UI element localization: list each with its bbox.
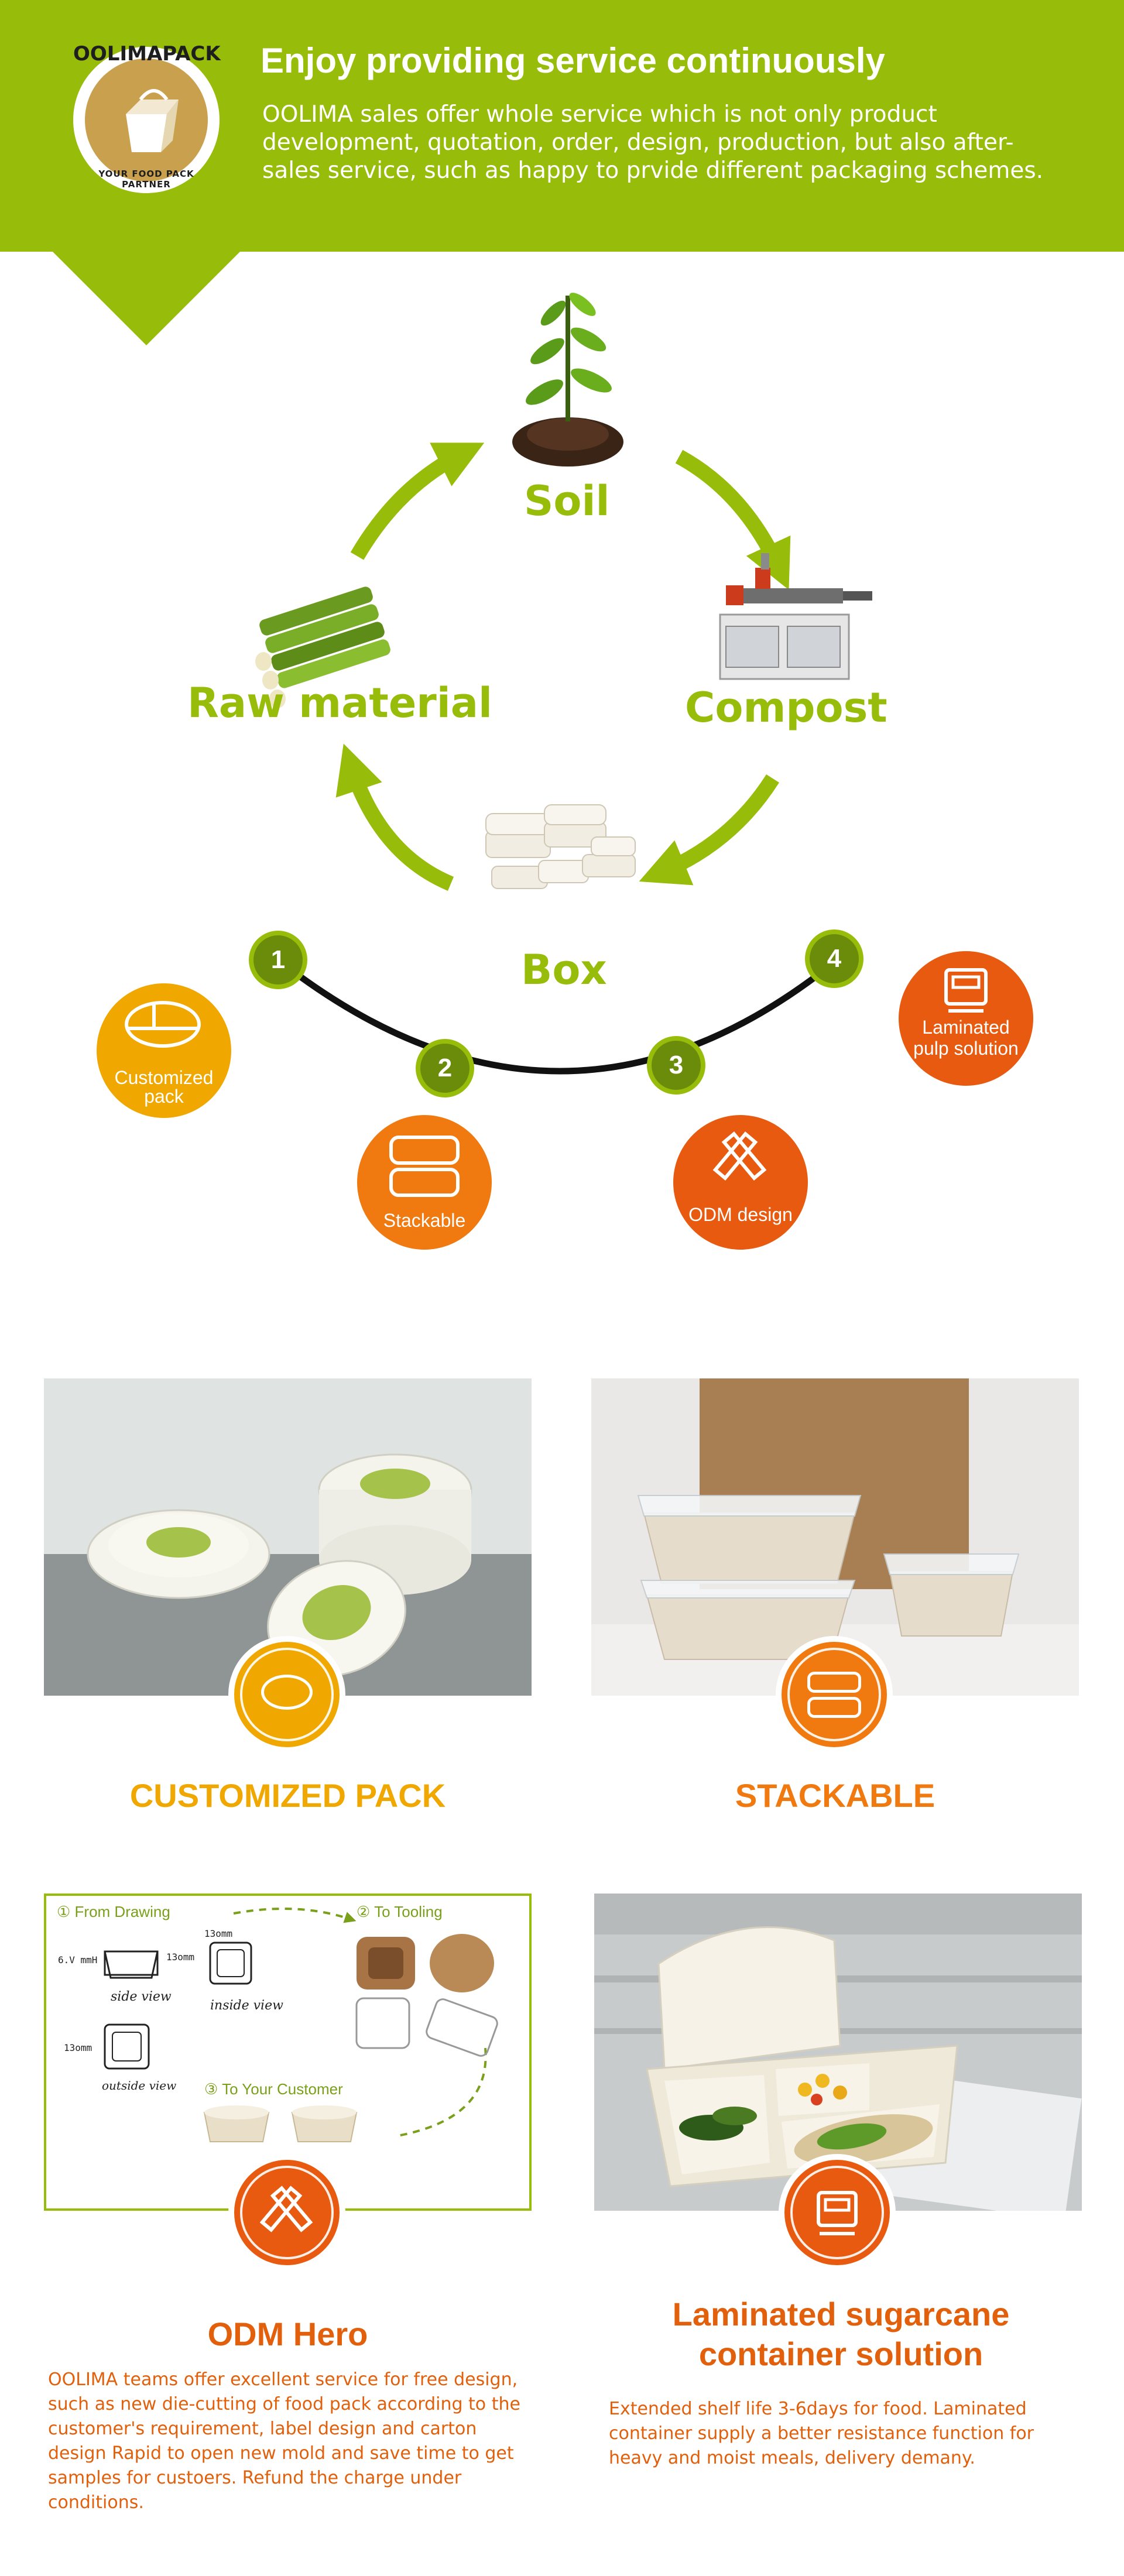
laminated-description: Extended shelf life 3-6days for food. La… [609, 2399, 1034, 2468]
logo-tagline: YOUR FOOD PACK PARTNER [98, 169, 194, 190]
clamshell-boxes-icon [485, 804, 636, 889]
laminating-machine-icon [944, 968, 988, 1013]
card-title-laminated-line-1: Laminated sugarcane [672, 2296, 1010, 2333]
side-view-label: side view [111, 1990, 172, 2004]
photo-stackable [591, 1378, 1079, 1696]
process-arc [276, 957, 839, 1075]
outside-view-label: outside view [102, 2078, 177, 2093]
cycle-arrow-raw-to-soil [350, 443, 485, 560]
feature-laminated-pulp: Laminated pulp solution [899, 951, 1033, 1086]
cycle-arrow-compost-to-box [639, 774, 779, 886]
cycle-arrow-box-to-raw [335, 743, 454, 891]
dimension-label: 6.V mmH [58, 1954, 98, 1966]
dimension-label: 13omm [64, 2042, 92, 2053]
card-title-stackable: STACKABLE [735, 1777, 935, 1814]
badge-stackable [776, 1636, 893, 1753]
cycle-label-compost: Compost [685, 684, 887, 732]
step-2-marker: 2 [416, 1039, 474, 1097]
cycle-arrow-soil-to-compost [675, 450, 791, 590]
cycle-label-soil: Soil [524, 477, 610, 525]
feature-laminated-pulp-label: Laminated pulp solution [913, 1017, 1019, 1059]
feature-odm-design-label: ODM design [688, 1204, 793, 1225]
feature-customized-pack: Customized pack [97, 983, 231, 1118]
cycle-label-box: Box [521, 946, 607, 994]
drawing-step-1: ① From Drawing [57, 1903, 170, 1920]
header-description: OOLIMA sales offer whole service which i… [262, 101, 1044, 184]
takeout-box-icon [126, 89, 179, 152]
feature-stackable: Stackable [357, 1115, 492, 1250]
machine-icon [719, 553, 872, 680]
inside-view-label: inside view [210, 1998, 283, 2013]
cycle-label-raw-material: Raw material [187, 679, 493, 727]
feature-odm-design: ODM design [673, 1115, 808, 1250]
drawing-step-2: ② To Tooling [357, 1903, 443, 1920]
dimension-label: 13omm [204, 1928, 233, 1939]
plant-icon [512, 293, 623, 467]
laminating-machine-icon [817, 2191, 858, 2235]
card-title-laminated: Laminated sugarcane container solution [591, 2294, 1091, 2374]
badge-customized-pack [228, 1636, 345, 1753]
header-notch [53, 252, 240, 345]
drawing-step-3: ③ To Your Customer [204, 2080, 343, 2098]
logo-wordmark: OOLIMAPACK [73, 42, 221, 66]
compartment-tray-icon [125, 1001, 201, 1048]
card-title-laminated-line-2: container solution [698, 2335, 984, 2372]
sugarcane-icon [255, 586, 390, 708]
step-4-marker: 4 [805, 929, 863, 988]
compartment-tray-icon [261, 1675, 313, 1710]
odm-description: OOLIMA teams offer excellent service for… [48, 2369, 520, 2513]
header-title: Enjoy providing service continuously [261, 41, 885, 80]
badge-odm-design [228, 2154, 345, 2271]
step-1-marker: 1 [249, 931, 307, 989]
feature-stackable-label: Stackable [383, 1210, 466, 1231]
logo-seal [85, 59, 208, 181]
step-3-marker: 3 [647, 1036, 705, 1095]
brand-logo: OOLIMAPACK YOUR FOOD PACK PARTNER [73, 42, 221, 193]
feature-customized-pack-label: Customized pack [114, 1067, 214, 1107]
badge-laminated [779, 2154, 896, 2271]
lifecycle-diagram [255, 293, 872, 1075]
card-title-odm-hero: ODM Hero [207, 2316, 368, 2352]
pencil-ruler-icon [712, 1131, 767, 1181]
card-title-customized-pack: CUSTOMIZED PACK [129, 1777, 446, 1814]
dimension-label: 13omm [166, 1951, 195, 1963]
pencil-ruler-icon [260, 2186, 313, 2232]
stacked-box-icon [389, 1136, 460, 1165]
stacked-box-icon [807, 1672, 861, 1693]
